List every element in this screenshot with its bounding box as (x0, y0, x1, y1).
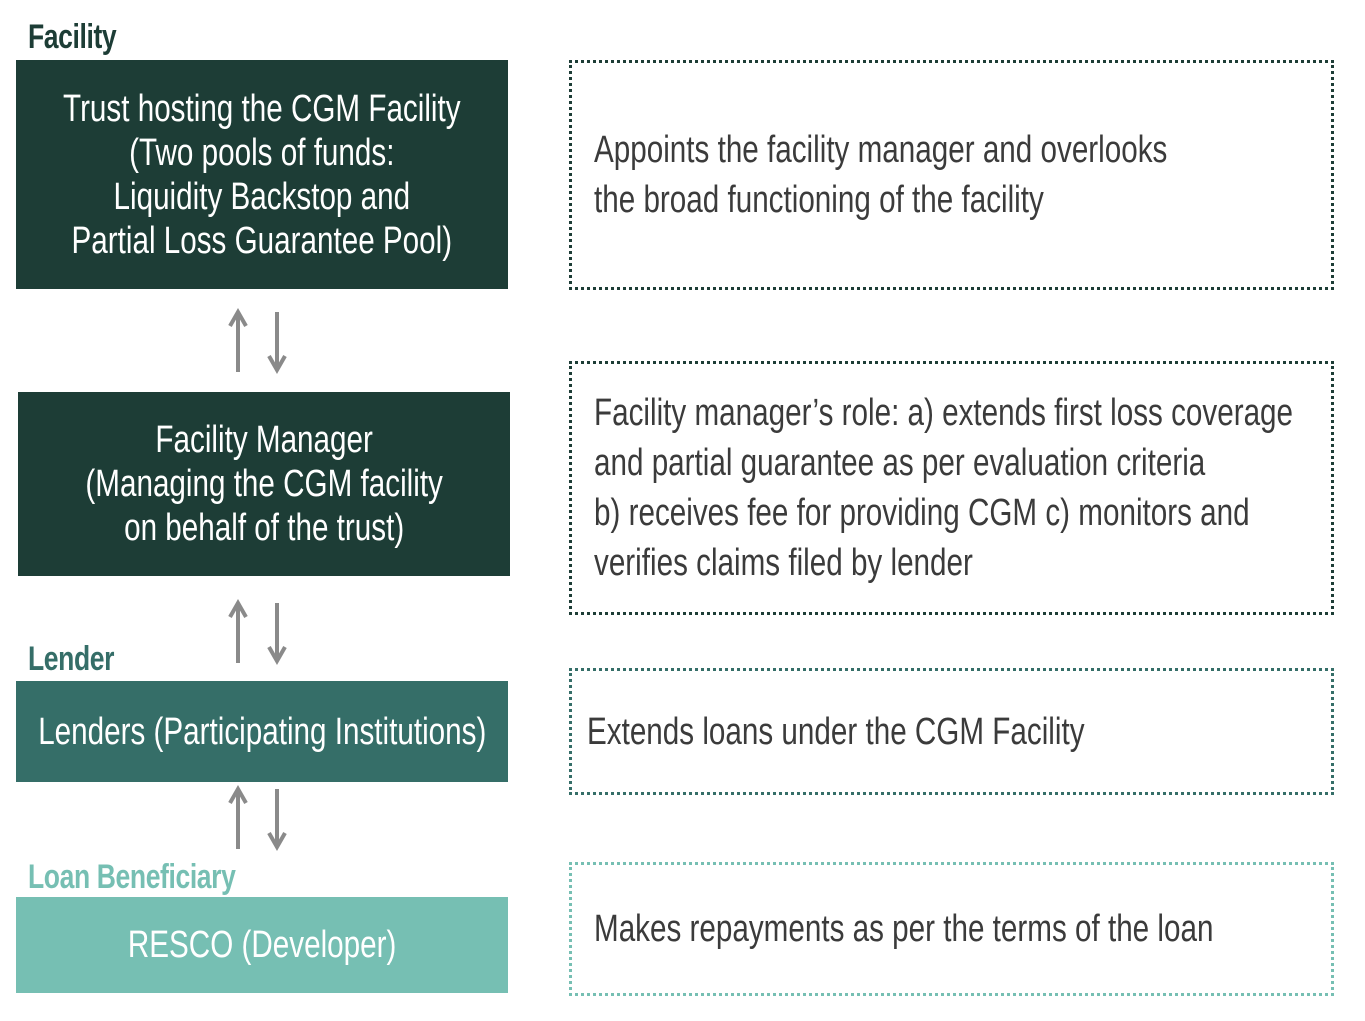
desc-facility-manager-line: Facility manager’s role: a) extends firs… (594, 392, 1294, 434)
box-facility-manager-line: on behalf of the trust) (123, 507, 405, 549)
desc-resco-line: Makes repayments as per the terms of the… (594, 908, 1214, 950)
desc-facility-manager-line: and partial guarantee as per evaluation … (594, 442, 1206, 484)
box-resco-text: RESCO (Developer) (128, 923, 396, 967)
arrow-down-head-icon (267, 646, 287, 666)
box-resco-line: RESCO (Developer) (127, 924, 397, 966)
label-lender: Lender (28, 640, 115, 678)
arrow-down-head-icon (267, 355, 287, 375)
box-trust-text: Trust hosting the CGM Facility (Two pool… (63, 87, 461, 263)
box-lenders: Lenders (Participating Institutions) (16, 681, 508, 782)
desc-facility-manager-line: verifies claims filed by lender (594, 542, 973, 584)
desc-trust-line: Appoints the facility manager and overlo… (594, 129, 1168, 171)
box-facility-manager: Facility Manager (Managing the CGM facil… (18, 392, 510, 576)
box-facility-manager-text: Facility Manager (Managing the CGM facil… (85, 418, 442, 550)
box-trust-line: (Two pools of funds: (129, 131, 395, 174)
box-lenders-text: Lenders (Participating Institutions) (38, 710, 486, 754)
desc-lenders: Extends loans under the CGM Facility (569, 668, 1334, 795)
arrow-up-head-icon (228, 307, 248, 327)
box-lenders-line: Lenders (Participating Institutions) (37, 710, 487, 753)
desc-resco-text: Makes repayments as per the terms of the… (594, 904, 1213, 954)
desc-trust-line: the broad functioning of the facility (594, 179, 1044, 221)
box-trust-line: Partial Loss Guarantee Pool) (71, 219, 453, 262)
desc-lenders-text: Extends loans under the CGM Facility (587, 707, 1085, 757)
arrow-down-head-icon (267, 832, 287, 852)
desc-facility-manager: Facility manager’s role: a) extends firs… (569, 361, 1334, 615)
box-trust-line: Trust hosting the CGM Facility (63, 87, 461, 130)
box-facility-manager-line: Facility Manager (155, 419, 373, 461)
label-loan-beneficiary: Loan Beneficiary (28, 858, 236, 896)
desc-trust: Appoints the facility manager and overlo… (569, 60, 1334, 290)
desc-resco: Makes repayments as per the terms of the… (569, 862, 1334, 996)
arrow-up-head-icon (228, 784, 248, 804)
box-facility-manager-line: (Managing the CGM facility (85, 463, 443, 505)
desc-facility-manager-line: b) receives fee for providing CGM c) mon… (594, 492, 1250, 534)
label-facility: Facility (28, 18, 117, 56)
arrow-up-head-icon (228, 598, 248, 618)
desc-facility-manager-text: Facility manager’s role: a) extends firs… (594, 388, 1293, 588)
box-trust-line: Liquidity Backstop and (113, 175, 411, 218)
desc-lenders-line: Extends loans under the CGM Facility (587, 710, 1085, 753)
box-resco: RESCO (Developer) (16, 897, 508, 993)
box-trust: Trust hosting the CGM Facility (Two pool… (16, 60, 508, 289)
desc-trust-text: Appoints the facility manager and overlo… (594, 125, 1167, 225)
